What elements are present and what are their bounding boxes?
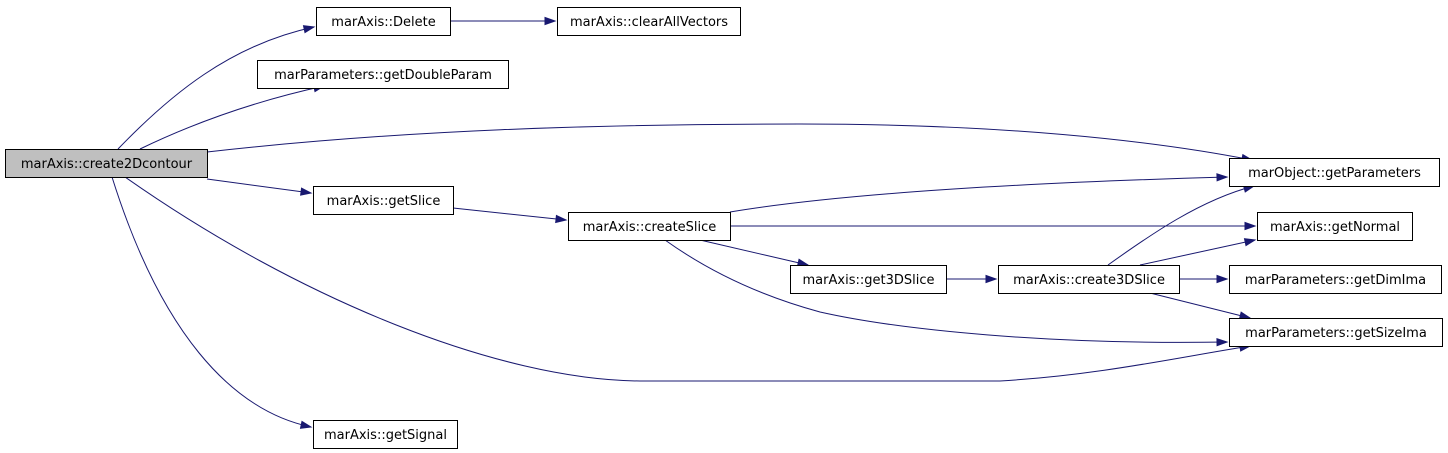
node-box[interactable] — [1229, 265, 1442, 294]
edge-create2Dcontour-to-getDoubleParam — [139, 84, 326, 150]
node-box[interactable] — [257, 60, 509, 89]
node-Delete[interactable]: marAxis::Delete — [316, 7, 451, 36]
node-label: marAxis::Delete — [331, 15, 435, 30]
node-box[interactable] — [998, 265, 1180, 294]
node-getNormal[interactable]: marAxis::getNormal — [1257, 212, 1413, 241]
arrow-head-icon — [985, 274, 998, 284]
node-box[interactable] — [557, 7, 741, 36]
edge-line — [206, 123, 1253, 161]
edge-create3DSlice-to-getParameters — [1107, 184, 1256, 266]
arrow-head-icon — [1216, 274, 1229, 284]
edge-line — [1107, 185, 1255, 266]
node-label: marAxis::get3DSlice — [803, 273, 935, 288]
node-clearAllVectors[interactable]: marAxis::clearAllVectors — [557, 7, 741, 36]
node-box[interactable] — [313, 420, 458, 449]
node-label: marParameters::getDoubleParam — [274, 68, 492, 83]
node-box[interactable] — [568, 212, 731, 241]
edge-Delete-to-clearAllVectors — [450, 16, 557, 26]
edge-line — [206, 178, 312, 194]
node-get3DSlice[interactable]: marAxis::get3DSlice — [790, 265, 947, 294]
edge-getSlice-to-createSlice — [452, 207, 568, 224]
arrow-head-icon — [300, 187, 313, 196]
edge-line — [111, 176, 312, 428]
edge-createSlice-to-getParameters — [729, 173, 1229, 213]
node-label: marAxis::getSlice — [327, 194, 441, 209]
node-create3DSlice[interactable]: marAxis::create3DSlice — [998, 265, 1180, 294]
edge-createSlice-to-get3DSlice — [699, 239, 810, 267]
arrow-head-icon — [544, 16, 557, 26]
arrow-head-icon — [1216, 173, 1229, 182]
node-getParameters[interactable]: marObject::getParameters — [1229, 158, 1440, 187]
edge-createSlice-to-getNormal — [730, 221, 1257, 231]
edge-line — [124, 176, 1251, 382]
node-getSizeIma[interactable]: marParameters::getSizeIma — [1229, 318, 1443, 347]
node-label: marObject::getParameters — [1248, 166, 1421, 181]
arrow-head-icon — [299, 420, 313, 429]
node-box[interactable] — [1257, 212, 1413, 241]
node-label: marAxis::getNormal — [1270, 220, 1400, 235]
node-getSlice[interactable]: marAxis::getSlice — [313, 186, 454, 215]
node-create2Dcontour[interactable]: marAxis::create2Dcontour — [5, 149, 208, 178]
node-label: marAxis::getSignal — [324, 428, 447, 443]
arrow-head-icon — [555, 214, 568, 224]
arrow-head-icon — [1216, 337, 1229, 347]
edge-line — [1149, 292, 1251, 319]
node-label: marAxis::createSlice — [583, 220, 717, 235]
node-label: marParameters::getSizeIma — [1245, 326, 1427, 341]
node-label: marAxis::clearAllVectors — [570, 15, 728, 30]
edge-create2Dcontour-to-getParameters — [206, 123, 1254, 163]
node-box[interactable] — [316, 7, 451, 36]
edge-line — [1139, 239, 1256, 266]
node-box[interactable] — [1229, 318, 1443, 347]
edge-line — [699, 239, 809, 266]
node-label: marParameters::getDimIma — [1245, 273, 1426, 288]
edge-line — [664, 239, 1228, 343]
node-box[interactable] — [5, 149, 208, 178]
node-createSlice[interactable]: marAxis::createSlice — [568, 212, 731, 241]
edge-createSlice-to-getSizeIma — [664, 239, 1229, 347]
node-getDimIma[interactable]: marParameters::getDimIma — [1229, 265, 1442, 294]
node-getSignal[interactable]: marAxis::getSignal — [313, 420, 458, 449]
edge-create2Dcontour-to-getSignal — [111, 176, 313, 429]
node-box[interactable] — [313, 186, 454, 215]
arrow-head-icon — [1238, 311, 1252, 320]
arrow-head-icon — [1243, 238, 1257, 247]
node-getDoubleParam[interactable]: marParameters::getDoubleParam — [257, 60, 509, 89]
edge-line — [117, 26, 315, 150]
node-label: marAxis::create3DSlice — [1013, 273, 1165, 288]
edge-get3DSlice-to-create3DSlice — [946, 274, 998, 284]
edge-line — [139, 85, 325, 150]
node-box[interactable] — [790, 265, 947, 294]
edge-create2Dcontour-to-getSlice — [206, 178, 313, 196]
edge-line — [452, 207, 567, 221]
edge-create3DSlice-to-getSizeIma — [1149, 292, 1252, 320]
edge-create3DSlice-to-getNormal — [1139, 238, 1257, 266]
edge-create3DSlice-to-getDimIma — [1179, 274, 1229, 284]
node-box[interactable] — [1229, 158, 1440, 187]
edge-create2Dcontour-to-Delete — [117, 25, 316, 150]
node-label: marAxis::create2Dcontour — [21, 157, 193, 172]
arrow-head-icon — [1244, 221, 1257, 231]
arrow-head-icon — [302, 25, 316, 34]
edge-line — [729, 176, 1228, 213]
